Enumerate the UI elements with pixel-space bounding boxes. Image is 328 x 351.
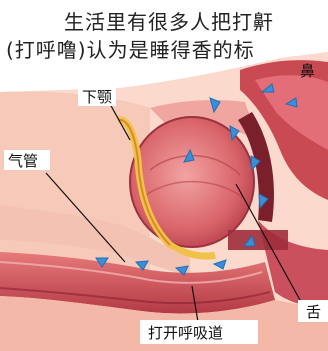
label-airway: 打开呼吸道 (148, 324, 223, 342)
label-nose: 鼻 (300, 62, 315, 80)
label-tongue: 舌 (306, 303, 321, 321)
label-trachea: 气管 (8, 152, 38, 170)
throat-tissue (228, 230, 288, 250)
label-jaw: 下颚 (82, 88, 112, 106)
